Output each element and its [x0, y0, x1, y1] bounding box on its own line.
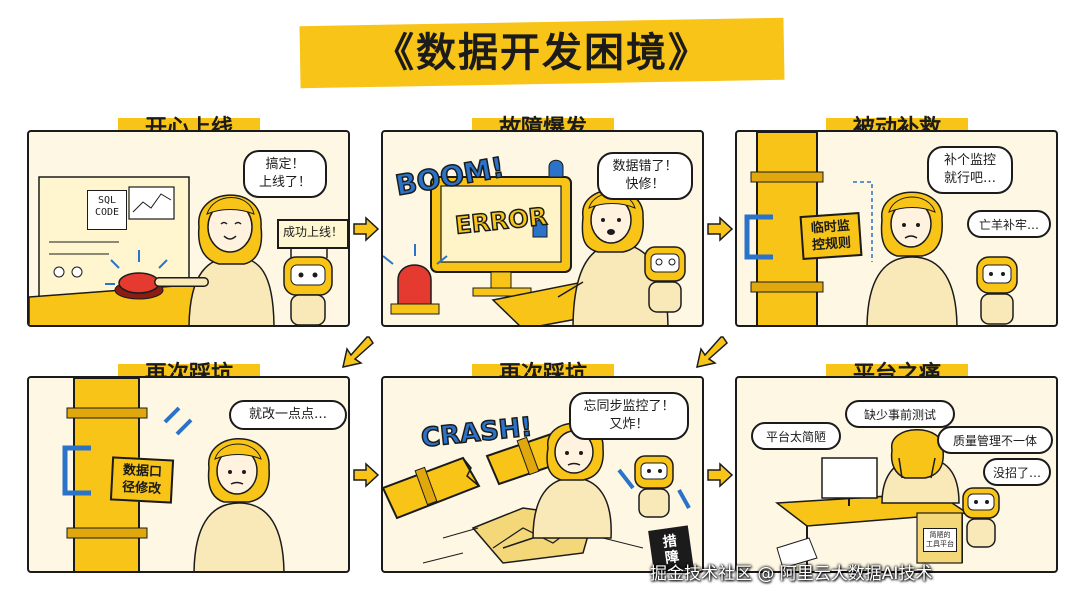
panel-1: SQL CODE 搞定！ 上线了！ 成功上线！ — [27, 130, 350, 327]
panel-3-illustration — [744, 132, 1018, 325]
panel-3-speech-bubble: 补个监控 就行吧… — [927, 146, 1013, 194]
robot-speech-bubble: 没招了… — [983, 458, 1051, 486]
panel-5: CRASH! 忘同步监控了！ 又炸！ 措 障 — [381, 376, 704, 573]
panel-4: 数据口 径修改 就改一点点… — [27, 376, 350, 573]
panel-6: 平台太简陋 缺少事前测试 质量管理不一体 没招了… 简陋的 工具平台 — [735, 376, 1058, 573]
panel-6-illustration — [774, 429, 1000, 569]
arrow-right-icon — [707, 216, 734, 242]
watermark: 掘金技术社区 @ 阿里云大数据AI技术 — [650, 564, 933, 584]
arrow-right-icon — [353, 462, 380, 488]
panel-2-illustration — [383, 159, 686, 325]
panel-3: 临时监 控规则 补个监控 就行吧… 亡羊补牢… — [735, 130, 1058, 327]
issue-bubble-1: 平台太简陋 — [751, 422, 841, 450]
desk-sign: 简陋的 工具平台 — [923, 528, 957, 552]
issue-bubble-2: 缺少事前测试 — [845, 400, 955, 428]
arrow-down-left-icon — [696, 336, 728, 368]
robot-speech-bubble: 亡羊补牢… — [967, 210, 1051, 238]
panel-5-illustration — [383, 422, 691, 564]
temporary-monitor-patch: 临时监 控规则 — [799, 211, 863, 261]
data-caliber-patch: 数据口 径修改 — [109, 456, 175, 504]
panel-2-speech-bubble: 数据错了！ 快修！ — [597, 152, 693, 200]
arrow-right-icon — [353, 216, 380, 242]
success-sign: 成功上线！ — [277, 219, 348, 249]
panel-1-speech-bubble: 搞定！ 上线了！ — [243, 150, 327, 198]
arrow-right-icon — [707, 462, 734, 488]
issue-bubble-3: 质量管理不一体 — [937, 426, 1053, 454]
panel-4-speech-bubble: 就改一点点… — [229, 400, 347, 430]
sql-code-screen: SQL CODE — [87, 190, 127, 230]
panel-2: BOOM! ERROR 数据错了！ 快修！ — [381, 130, 704, 327]
arrow-down-left-icon — [342, 336, 374, 368]
panel-5-speech-bubble: 忘同步监控了！ 又炸！ — [569, 392, 689, 440]
panel-1-illustration — [29, 176, 333, 325]
page-title: 《数据开发困境》 — [374, 30, 710, 76]
